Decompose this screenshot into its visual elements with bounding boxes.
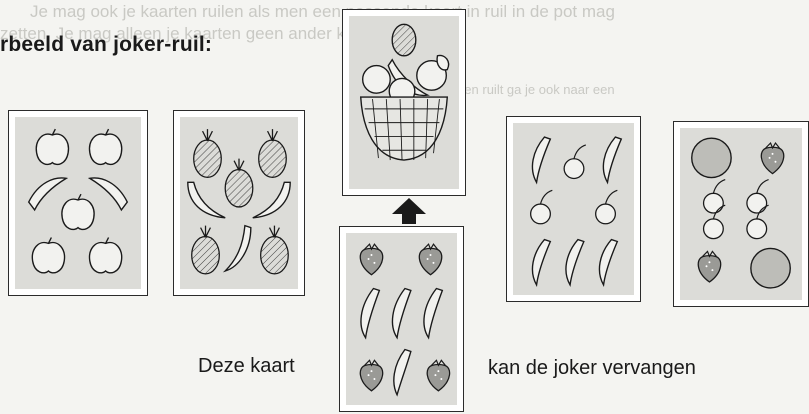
apples-bananas-illustration xyxy=(9,111,147,295)
cherry-icon xyxy=(704,180,726,214)
orange-icon xyxy=(692,138,731,177)
cherry-icon xyxy=(747,180,769,214)
pineapple-icon xyxy=(192,226,220,274)
banana-icon xyxy=(90,178,127,210)
caption-deze-kaart: Deze kaart xyxy=(198,355,295,378)
caption-kan-de-joker-vervangen: kan de joker vervangen xyxy=(488,357,696,380)
banana-icon xyxy=(225,226,251,271)
card-joker-fruit-basket xyxy=(342,9,466,196)
pineapple-icon xyxy=(261,226,289,274)
pineapple-icon xyxy=(225,159,253,207)
pineapples-bananas-illustration xyxy=(174,111,304,295)
apple-icon xyxy=(90,238,122,273)
banana-icon xyxy=(532,240,550,285)
strawberry-icon xyxy=(427,360,449,391)
apple-icon xyxy=(32,238,64,273)
card-strawberries-bananas xyxy=(339,226,464,412)
banana-icon xyxy=(424,288,442,337)
banana-icon xyxy=(188,182,225,217)
banana-icon xyxy=(253,182,290,217)
card-orange-strawberry-cherries xyxy=(673,121,809,307)
banana-icon xyxy=(394,350,411,395)
card-pineapples-bananas xyxy=(173,110,305,296)
pineapple-icon xyxy=(259,129,287,177)
banana-icon xyxy=(29,178,66,210)
apple-icon xyxy=(36,129,68,164)
banana-icon xyxy=(532,137,550,182)
arrow-up-icon xyxy=(392,198,426,224)
background-line-1: Je mag ook je kaarten ruilen als men een… xyxy=(30,2,615,22)
banana-icon xyxy=(392,288,410,337)
orange-strawberry-cherries-illustration xyxy=(674,122,808,306)
cherry-icon xyxy=(531,190,553,223)
strawberry-icon xyxy=(360,360,382,391)
cherry-icon xyxy=(596,190,618,223)
pineapple-icon xyxy=(194,129,222,177)
banana-icon xyxy=(603,137,621,182)
strawberry-icon xyxy=(761,143,783,174)
apple-icon xyxy=(62,194,94,229)
bananas-cherries-illustration xyxy=(507,117,640,301)
orange-icon xyxy=(751,248,790,287)
cherry-icon xyxy=(564,145,586,178)
strawberry-icon xyxy=(698,251,720,282)
strawberries-bananas-illustration xyxy=(340,227,463,411)
banana-icon xyxy=(361,288,379,337)
banana-icon xyxy=(566,240,584,285)
strawberry-icon xyxy=(360,244,382,275)
page-title: rbeeld van joker-ruil: xyxy=(0,33,212,57)
fruit-basket-illustration xyxy=(343,10,465,195)
card-apples-bananas xyxy=(8,110,148,296)
banana-icon xyxy=(599,240,617,285)
strawberry-icon xyxy=(419,244,441,275)
card-bananas-cherries xyxy=(506,116,641,302)
apple-icon xyxy=(90,129,122,164)
